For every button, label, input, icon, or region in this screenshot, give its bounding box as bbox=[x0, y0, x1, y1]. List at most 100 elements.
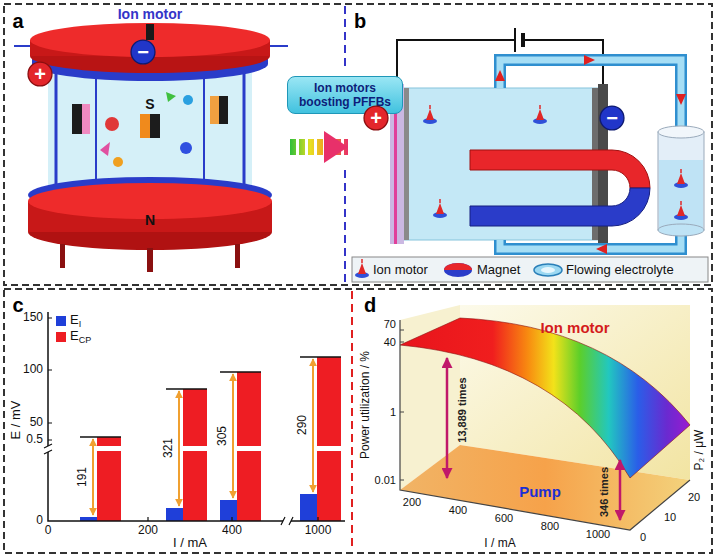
ion-motor-device bbox=[235, 244, 240, 268]
tick-label: 50 bbox=[30, 416, 43, 430]
reference-line bbox=[166, 388, 207, 390]
panel-heading: Ion motor bbox=[118, 6, 183, 22]
series-label: Pump bbox=[519, 483, 561, 500]
tick-label: 40 bbox=[384, 336, 396, 349]
tick-label: 0.5 bbox=[26, 433, 43, 447]
ion-motor-device bbox=[113, 157, 123, 167]
flow-battery-illustration bbox=[676, 94, 686, 105]
ion-motor-device bbox=[60, 244, 65, 268]
series-label: Ion motor bbox=[540, 319, 609, 336]
flow-battery-illustration bbox=[674, 201, 688, 220]
panel-letter: c bbox=[12, 294, 23, 317]
bar bbox=[317, 357, 341, 521]
legend-text: ECP bbox=[70, 329, 91, 345]
figure-panel: +−aIon motor bbox=[8, 8, 290, 284]
ion-motor-device bbox=[140, 114, 150, 138]
flow-battery-illustration bbox=[423, 105, 437, 124]
ion-motor-device bbox=[183, 95, 193, 105]
legend-text: Flowing electrolyte bbox=[566, 263, 674, 278]
tick-label: 10 bbox=[664, 511, 676, 524]
tick-label: 0.01 bbox=[375, 474, 396, 487]
flow-battery-illustration bbox=[658, 132, 704, 230]
tick-label: 20 bbox=[688, 491, 700, 504]
bar bbox=[220, 500, 237, 521]
axis-title: Power utilization / % bbox=[359, 351, 373, 459]
ratio-annotation: 13,889 times bbox=[456, 377, 469, 442]
reference-line bbox=[80, 436, 121, 438]
flow-battery-illustration bbox=[433, 199, 447, 218]
flow-battery-illustration bbox=[355, 259, 369, 278]
axis-break bbox=[316, 446, 342, 451]
tick-label: 200 bbox=[403, 496, 421, 509]
flow-battery-illustration bbox=[584, 55, 595, 65]
tick-label: 400 bbox=[222, 524, 242, 538]
figure-panel: d bbox=[356, 292, 708, 552]
surface-plot bbox=[400, 318, 690, 478]
flow-battery-illustration bbox=[533, 105, 547, 124]
bar-annotation: 191 bbox=[76, 467, 90, 487]
flow-battery-illustration bbox=[534, 264, 562, 276]
axis-title: P₂ / μW bbox=[693, 430, 707, 471]
terminal-sign: − bbox=[606, 108, 618, 128]
panel-letter: b bbox=[354, 10, 366, 33]
axis-title: I / mA bbox=[173, 536, 207, 551]
flow-battery-illustration bbox=[495, 70, 505, 81]
tick-label: 1000 bbox=[305, 524, 332, 538]
legend-text: EI bbox=[70, 313, 81, 329]
ion-motor-device bbox=[105, 117, 119, 131]
callout-text: Ion motors boosting PFFBs bbox=[295, 81, 395, 110]
bar-annotation: 321 bbox=[162, 438, 176, 458]
bar-chart bbox=[44, 312, 345, 525]
circle-outline bbox=[131, 40, 155, 64]
bar-annotation: 290 bbox=[296, 415, 310, 435]
ion-motor-device bbox=[210, 96, 219, 124]
ion-motor-device bbox=[147, 248, 153, 272]
ion-motor-device bbox=[146, 24, 154, 40]
reference-line bbox=[300, 356, 341, 358]
ion-motor-device bbox=[72, 104, 82, 134]
bar bbox=[183, 389, 207, 521]
tick-label: 200 bbox=[138, 524, 158, 538]
flow-battery-illustration bbox=[470, 188, 650, 226]
difference-arrow bbox=[312, 359, 314, 492]
legend-text: Magnet bbox=[477, 263, 520, 278]
surface-plot bbox=[446, 358, 449, 478]
terminal-circle: + bbox=[363, 105, 389, 131]
circle-outline bbox=[28, 62, 52, 86]
tick-label: 70 bbox=[384, 318, 396, 331]
flow-battery-illustration bbox=[658, 126, 704, 138]
tick-label: 100 bbox=[23, 363, 43, 377]
legend-subscript: CP bbox=[79, 335, 92, 345]
terminal-circle: − bbox=[130, 39, 156, 65]
tick-label: 0 bbox=[45, 524, 52, 538]
flow-battery-illustration bbox=[444, 263, 472, 270]
tick-label: 1 bbox=[390, 406, 396, 419]
flow-battery-illustration bbox=[404, 88, 409, 240]
ion-motor-device bbox=[14, 23, 288, 272]
flow-battery-illustration bbox=[658, 224, 704, 236]
magnet-pole: S bbox=[145, 96, 154, 112]
ion-motor-device bbox=[243, 66, 246, 196]
legend-subscript: I bbox=[79, 319, 82, 329]
difference-arrow bbox=[92, 439, 94, 515]
tick-label: 600 bbox=[495, 512, 513, 525]
axis-title: I / mA bbox=[484, 537, 515, 551]
surface-plot bbox=[400, 330, 404, 480]
axis-break bbox=[96, 446, 122, 451]
legend-text: Ion motor bbox=[373, 263, 428, 278]
bar bbox=[166, 508, 183, 521]
tick-label: 1000 bbox=[586, 528, 610, 541]
ion-motor-device bbox=[166, 92, 176, 102]
magnet-pole: N bbox=[145, 212, 155, 228]
terminal-sign: + bbox=[34, 64, 46, 84]
tick-label: 400 bbox=[449, 504, 467, 517]
panel-frames bbox=[351, 291, 353, 551]
legend-symbol: E bbox=[70, 312, 79, 327]
bar bbox=[300, 494, 317, 521]
panel-frames bbox=[4, 289, 712, 553]
terminal-sign: − bbox=[137, 42, 149, 62]
bar-chart bbox=[48, 312, 345, 521]
